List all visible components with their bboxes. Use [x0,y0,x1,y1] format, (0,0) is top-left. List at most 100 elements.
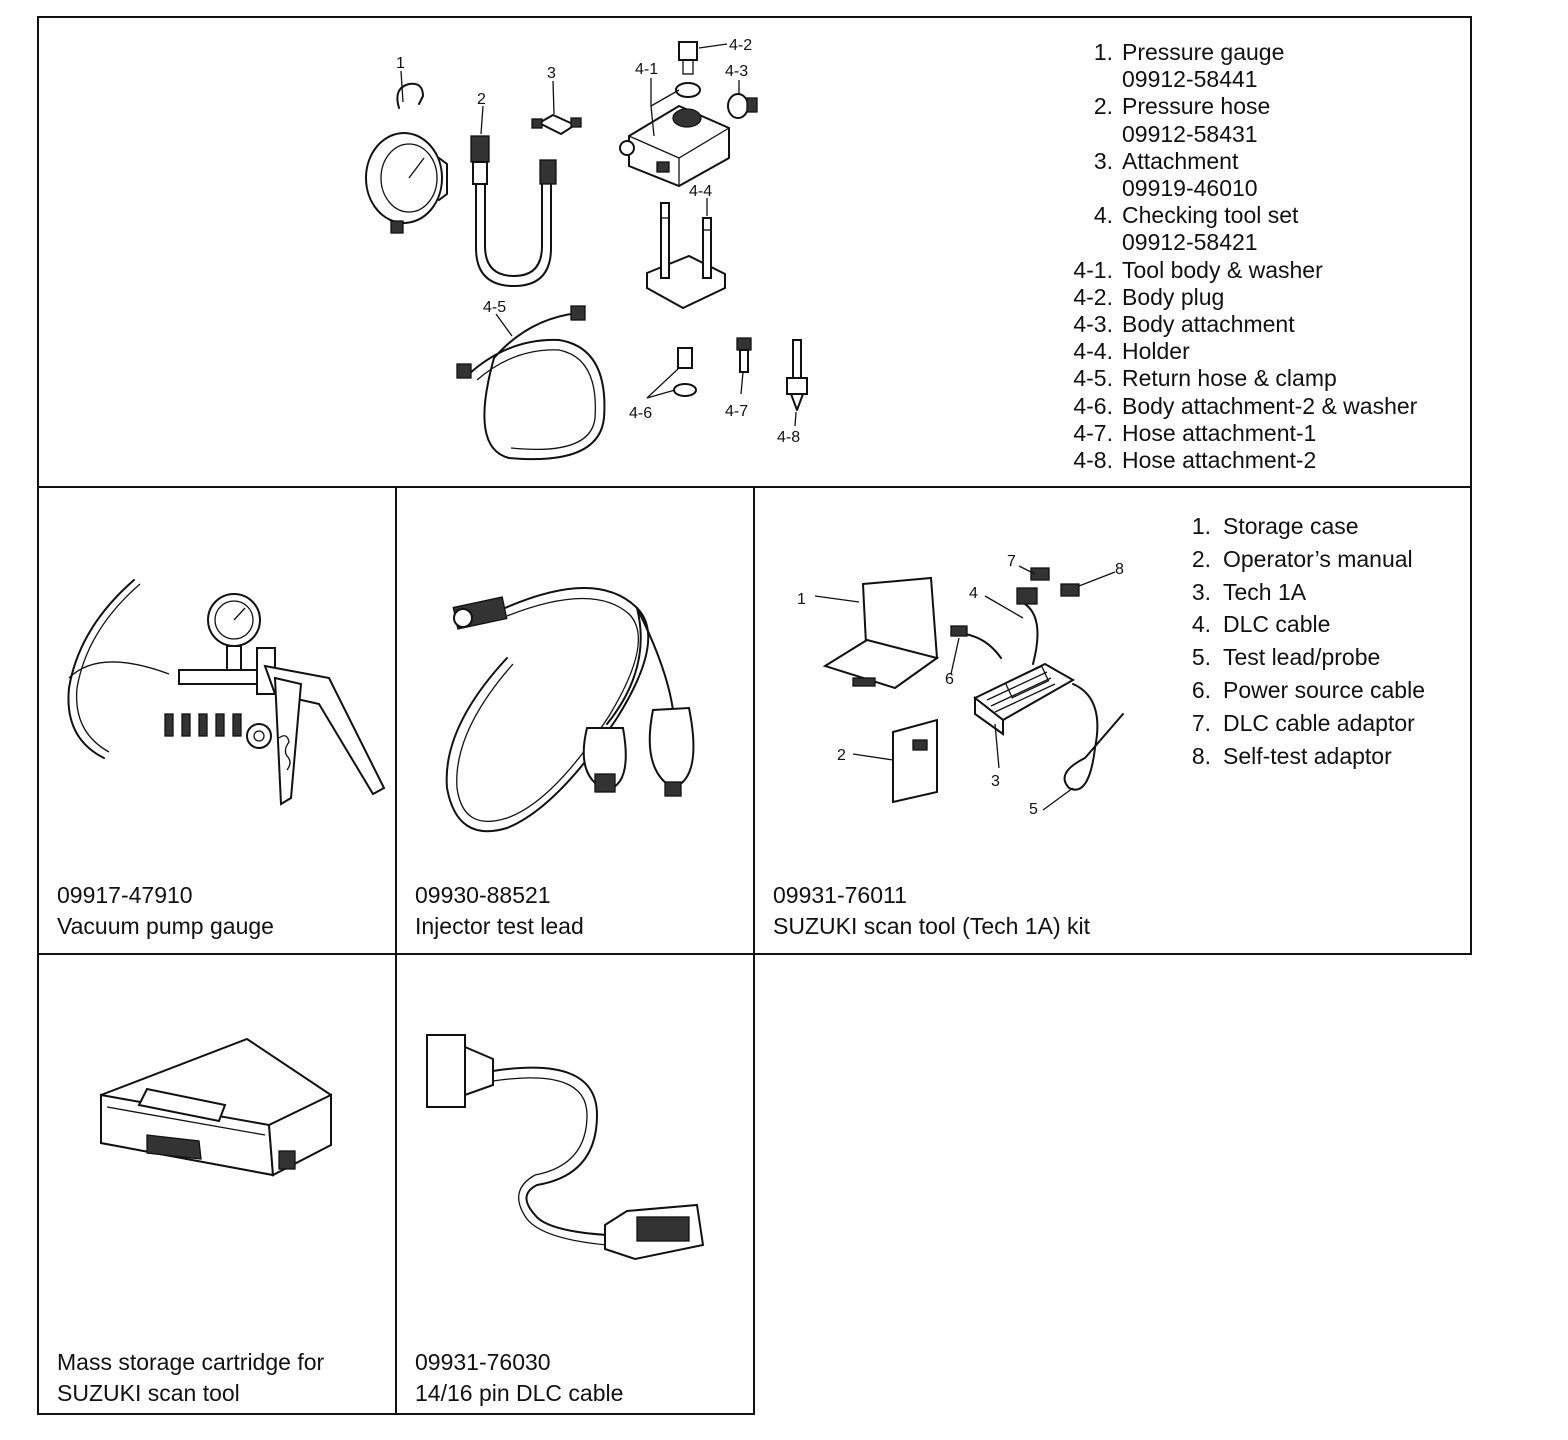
legend-number: 4-6. [1073,392,1113,419]
scan-tool-illustration: 1 2 3 4 5 6 7 8 [797,553,1124,818]
callout-4-1: 4-1 [635,61,658,78]
callout-5: 5 [1029,801,1038,818]
legend-item: 4-3. Body attachment [1051,311,1417,338]
caption-line-2: SUZUKI scan tool [57,1380,240,1406]
legend-number: 2. [1093,93,1113,120]
legend-part-code: 09912-58421 [1122,229,1258,256]
callout-7: 7 [1007,553,1016,570]
callout-4-2: 4-2 [729,37,752,54]
legend-item: 4-2.Body plug [1051,284,1417,311]
cartridge-caption: Mass storage cartridge for SUZUKI scan t… [57,1347,324,1409]
fuel-callout-leaders [400,43,797,427]
legend-part-code: 09919-46010 [1122,175,1258,202]
legend-number: 7. [1191,709,1211,736]
panel-dlc-cable: 09931-76030 14/16 pin DLC cable [395,953,755,1415]
legend-item: 2. Operator’s manual [1175,543,1425,576]
panel-vacuum-pump-gauge: 09917-47910 Vacuum pump gauge [37,486,397,955]
legend-item: 7. DLC cable adaptor [1175,707,1425,740]
injector-lead-illustration [445,587,695,833]
caption-line-1: Mass storage cartridge for [57,1349,325,1375]
callout-8: 8 [1115,561,1124,578]
panel-scan-tool-kit: 1 2 3 4 5 6 7 8 1. Storage case 2. Operato… [753,486,1472,955]
legend-item: 4-8. Hose attachment-2 [1051,447,1417,474]
legend-number: 4. [1191,611,1211,638]
callout-3: 3 [547,65,556,82]
legend-number: 4-1. [1073,256,1113,283]
callout-1: 1 [396,55,405,72]
legend-name: Body plug [1122,283,1225,310]
callout-4-5: 4-5 [483,299,506,316]
callout-2: 2 [477,91,486,108]
legend-name: Storage case [1223,513,1359,539]
legend-name: Pressure hose [1122,93,1271,120]
legend-item: 1. Storage case [1175,510,1425,543]
legend-part-code: 09912-58431 [1122,120,1258,147]
legend-name: Hose attachment-2 [1122,447,1317,474]
legend-name: DLC cable [1223,611,1331,638]
legend-number: 1. [1191,513,1211,539]
callout-4-6: 4-6 [629,405,652,422]
callout-6: 6 [945,671,954,688]
pressure-gauge-drawing [365,82,448,234]
legend-number: 4-8. [1073,447,1113,474]
panel-mass-storage-cartridge: Mass storage cartridge for SUZUKI scan t… [37,953,397,1415]
legend-name: Checking tool set [1122,202,1299,229]
legend-name: DLC cable adaptor [1223,709,1415,736]
tool-part-code: 09931-76030 [415,1349,551,1375]
pressure-hose-drawing [470,135,557,287]
legend-name: Tool body & washer [1122,256,1323,283]
cartridge-illustration [100,1037,333,1177]
tool-part-code: 09931-76011 [773,882,907,908]
legend-item: 4-6. Body attachment-2 & washer [1051,393,1417,420]
legend-name: Body attachment-2 & washer [1122,392,1418,419]
callout-4-3: 4-3 [725,63,748,80]
legend-number: 4-7. [1073,419,1113,446]
legend-name: Body attachment [1122,311,1295,338]
callout-1: 1 [797,591,806,608]
return-hose-drawing [456,305,606,461]
keypad-grid [986,671,1056,713]
attachment-drawing [531,113,582,136]
legend-number: 5. [1191,644,1211,671]
legend-name: Return hose & clamp [1122,365,1337,392]
legend-item: 4-4.Holder [1051,338,1417,365]
fuel-tools-illustration: 1 2 3 4-1 4-2 4-3 4-4 4-5 4-6 4-7 4-8 [365,37,808,461]
callout-2: 2 [837,747,846,764]
legend-name: Hose attachment-1 [1122,419,1317,446]
legend-part-code: 09912-58441 [1122,66,1258,93]
legend-name: Operator’s manual [1223,545,1413,572]
scan-kit-legend: 1. Storage case 2. Operator’s manual 3. Tec… [1175,510,1425,772]
tool-name: SUZUKI scan tool (Tech 1A) kit [773,913,1090,939]
legend-item: 4-7. Hose attachment-1 [1051,420,1417,447]
vacuum-caption: 09917-47910 Vacuum pump gauge [57,880,274,942]
legend-name: Self-test adaptor [1223,742,1392,769]
tool-name: 14/16 pin DLC cable [415,1380,624,1406]
panel-injector-test-lead: 09930-88521 Injector test lead [395,486,755,955]
legend-item: 4-1. Tool body & washer [1051,257,1417,284]
legend-number: 2. [1191,545,1211,572]
tool-part-code: 09930-88521 [415,882,551,908]
legend-item: 4-5. Return hose & clamp [1051,365,1417,392]
legend-number: 3. [1191,578,1211,605]
legend-name: Attachment [1122,147,1239,174]
callout-4-4: 4-4 [689,183,712,200]
vacuum-pump-illustration [67,579,386,806]
tool-name: Vacuum pump gauge [57,913,274,939]
tool-body-drawing [619,41,758,188]
panel-fuel-pressure-tools: 1 2 3 4-1 4-2 4-3 4-4 4-5 4-6 4-7 4-8 1.… [37,16,1472,488]
legend-number: 4-3. [1073,311,1113,338]
legend-number: 4-5. [1073,365,1113,392]
callout-4-8: 4-8 [777,429,800,446]
legend-name: Tech 1A [1223,578,1307,605]
legend-item: 4. DLC cable [1175,608,1425,641]
legend-item: 5. Test lead/probe [1175,641,1425,674]
dlc-caption: 09931-76030 14/16 pin DLC cable [415,1347,623,1409]
legend-name: Pressure gauge [1122,39,1285,65]
injector-caption: 09930-88521 Injector test lead [415,880,584,942]
legend-name: Test lead/probe [1223,644,1381,671]
